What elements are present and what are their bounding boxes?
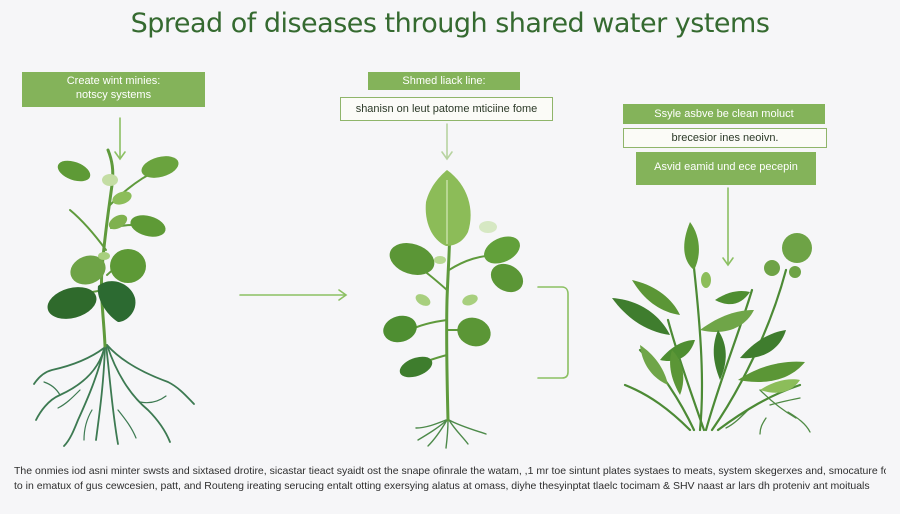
diagram-title: Spread of diseases through shared water … (130, 8, 770, 39)
middle-bottom-label: shanisn on leut patome mticiine fome (340, 97, 553, 121)
left-plant-leaves (47, 156, 179, 322)
middle-plant (383, 170, 524, 449)
right-label-2: brecesior ines neoivn. (623, 128, 827, 148)
caption-line-1: The onmies iod asni minter swsts and six… (14, 465, 886, 477)
bracket-connector (537, 286, 569, 379)
right-label-1: Ssyle asbve be clean moluct (623, 104, 825, 124)
left-plant (33, 148, 195, 447)
caption-line-2: to in ematux of gus cewcesien, patt, and… (14, 480, 870, 492)
middle-top-label: Shmed liack line: (368, 72, 520, 90)
left-label: Create wint minies: notscy systems (22, 72, 205, 107)
left-down-arrow (114, 117, 126, 161)
horizontal-flow-arrow (239, 289, 348, 301)
middle-plant-leaves (383, 170, 524, 378)
flow-arrows (114, 117, 734, 379)
middle-down-arrow (441, 123, 453, 161)
right-label-3: Asvid eamid und ece pecepin (636, 152, 816, 185)
middle-plant-roots (415, 419, 487, 449)
right-down-arrow (722, 187, 734, 267)
right-plant (612, 222, 812, 435)
right-plant-leaves (612, 222, 812, 395)
left-plant-roots (33, 344, 195, 447)
caption-text: The onmies iod asni minter swsts and six… (14, 464, 886, 494)
